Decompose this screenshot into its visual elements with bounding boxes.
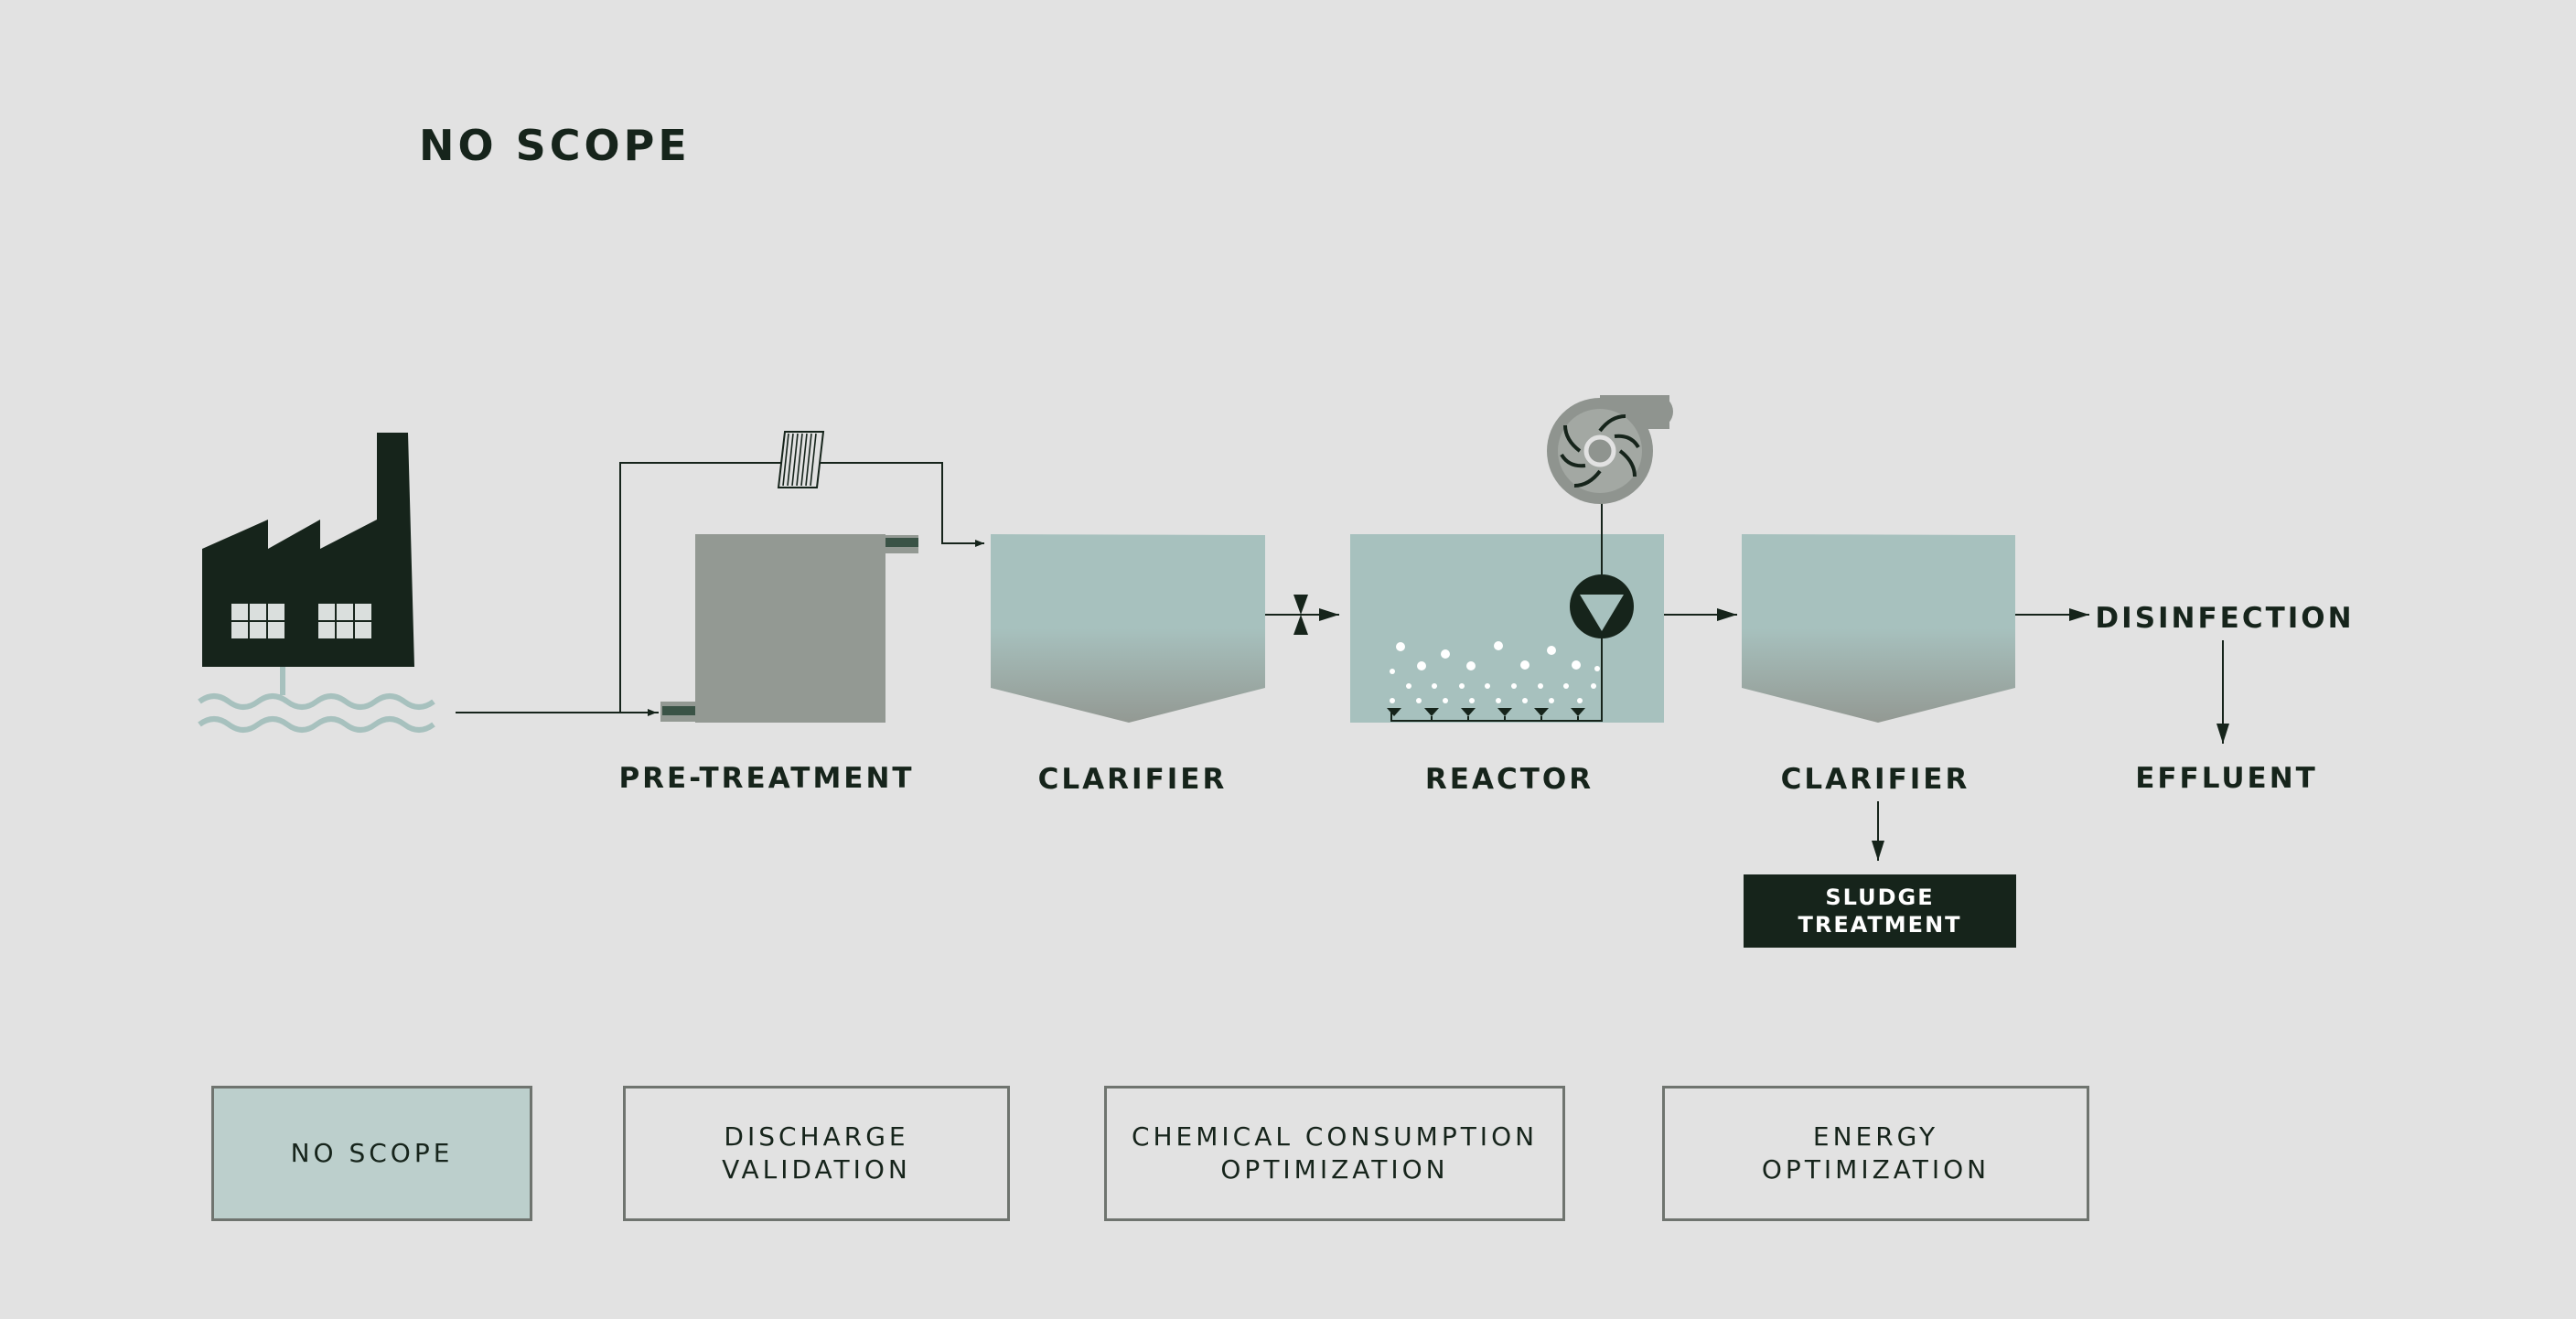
stage-label-effluent: EFFLUENT (2135, 762, 2318, 795)
clarifier-tank-1 (991, 534, 1265, 723)
screen-filter-icon (777, 431, 825, 488)
stage-label-pretreatment: PRE-TREATMENT (618, 762, 915, 795)
factory-icon (198, 433, 435, 733)
option-chemical-consumption-optimization[interactable]: CHEMICAL CONSUMPTION OPTIMIZATION (1104, 1086, 1565, 1221)
option-no-scope[interactable]: NO SCOPE (211, 1086, 532, 1221)
option-label: CHEMICAL CONSUMPTION OPTIMIZATION (1131, 1121, 1539, 1185)
clarifier-tank-2 (1742, 534, 2015, 723)
valve-icon (1293, 595, 1308, 635)
diffuser-icon (1387, 606, 1603, 722)
option-label: DISCHARGE VALIDATION (722, 1121, 911, 1185)
sludge-treatment-label: SLUDGE TREATMENT (1798, 885, 1962, 938)
page-title: NO SCOPE (419, 121, 691, 170)
blower-icon (1547, 395, 1673, 504)
pretreatment-tank (619, 462, 984, 723)
pump-icon (1570, 574, 1634, 638)
option-discharge-validation[interactable]: DISCHARGE VALIDATION (623, 1086, 1010, 1221)
stage-label-disinfection: DISINFECTION (2095, 602, 2355, 635)
sludge-treatment-box: SLUDGE TREATMENT (1744, 874, 2016, 948)
option-label: ENERGY OPTIMIZATION (1761, 1121, 1991, 1185)
stage-label-clarifier-2: CLARIFIER (1780, 763, 1970, 796)
stage-label-reactor: REACTOR (1424, 763, 1594, 796)
option-energy-optimization[interactable]: ENERGY OPTIMIZATION (1662, 1086, 2089, 1221)
option-label: NO SCOPE (290, 1138, 454, 1168)
stage-label-clarifier-1: CLARIFIER (1037, 763, 1228, 796)
